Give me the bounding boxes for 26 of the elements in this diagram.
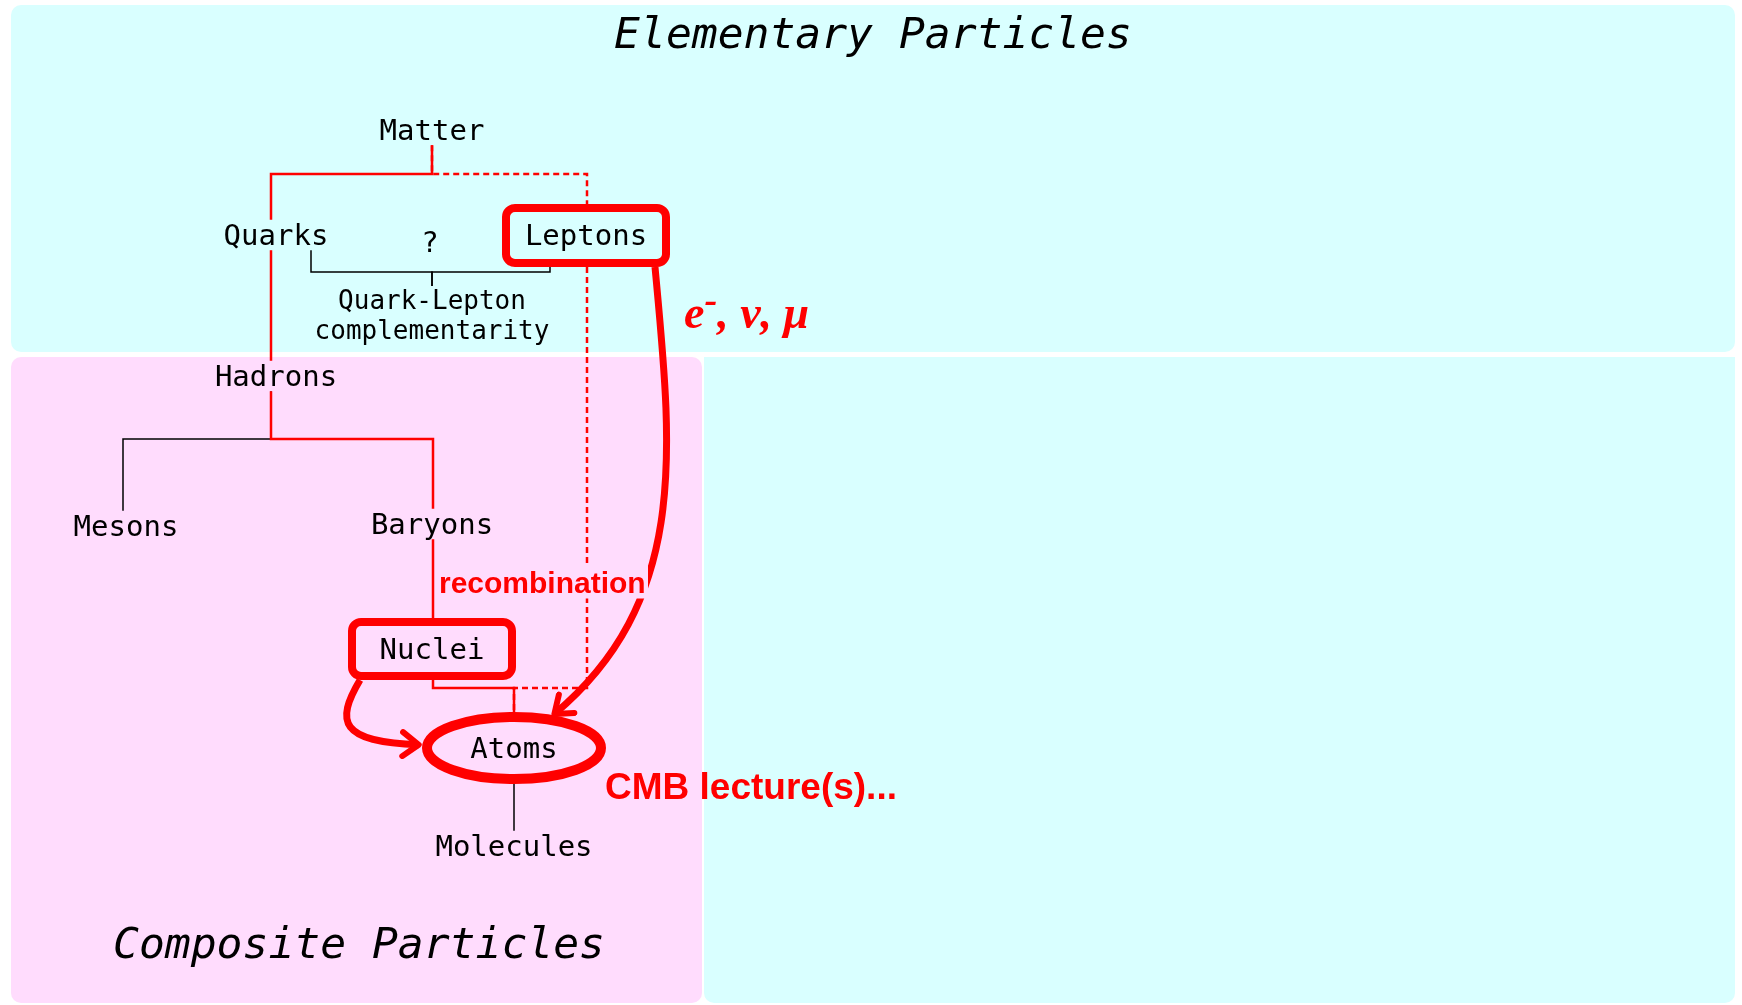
question-mark: ? — [421, 226, 439, 258]
node-label: Mesons — [73, 510, 179, 542]
connector-line — [269, 391, 435, 509]
category-panel — [11, 5, 1735, 352]
connector-line — [512, 267, 589, 712]
node-label: Molecules — [435, 830, 593, 862]
node-label: Baryons — [370, 508, 494, 540]
highlighted-node: Atoms — [422, 712, 606, 784]
category-panel — [11, 357, 702, 1003]
node-label: Matter — [379, 114, 485, 146]
connector-line — [431, 680, 516, 712]
highlighted-node: Nuclei — [348, 618, 516, 680]
curved-arrow — [551, 266, 671, 718]
node-label: Quark-Lepton complementarity — [307, 286, 557, 346]
connector-line — [513, 783, 515, 832]
panel-heading: Composite Particles — [113, 918, 605, 968]
note-text: CMB lecture(s)... — [605, 766, 897, 808]
node-label: Hadrons — [214, 360, 338, 392]
node-label: Quarks — [223, 219, 329, 251]
curved-arrow — [343, 678, 422, 759]
connector-line — [431, 266, 551, 287]
highlighted-node: Leptons — [502, 204, 670, 267]
panel-heading: Elementary Particles — [614, 8, 1132, 58]
connector-line — [431, 539, 435, 618]
connector-line — [269, 250, 273, 361]
connector-line — [430, 145, 589, 204]
